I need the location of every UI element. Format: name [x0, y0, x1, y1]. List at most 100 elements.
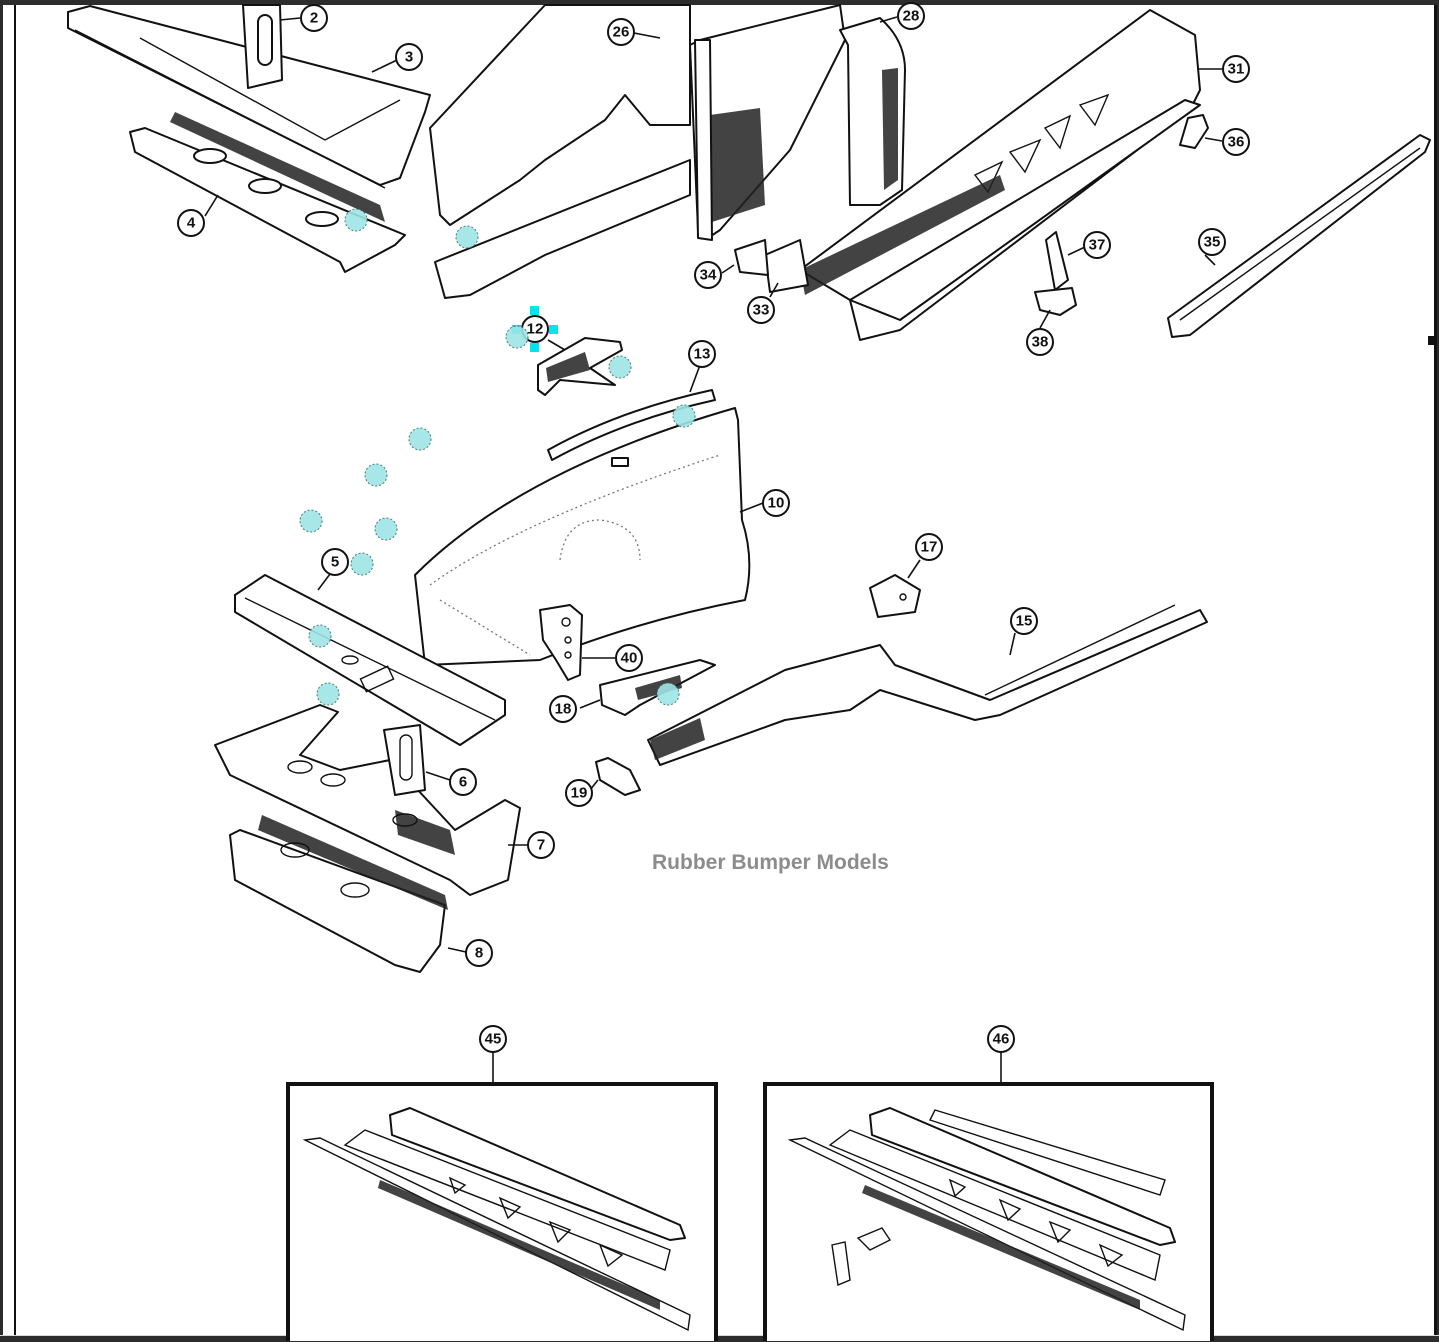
hotspot-marker[interactable] [374, 517, 398, 541]
callout-31[interactable]: 31 [1222, 55, 1250, 83]
part-valance-8 [229, 815, 448, 973]
callout-8[interactable]: 8 [465, 939, 493, 967]
callout-label: 5 [331, 554, 339, 571]
leader-lines [204, 16, 1223, 1084]
callout-label: 33 [753, 302, 770, 319]
callout-label: 4 [187, 215, 196, 232]
hotspot-marker[interactable] [299, 509, 323, 533]
resize-handle-bottom[interactable] [530, 343, 539, 352]
subassembly-45[interactable] [286, 1082, 718, 1341]
callout-40[interactable]: 40 [615, 644, 643, 672]
callout-label: 18 [555, 701, 572, 718]
part-pillar-28 [839, 17, 906, 206]
callout-38[interactable]: 38 [1026, 328, 1054, 356]
hotspot-marker[interactable] [350, 552, 374, 576]
callout-label: 3 [405, 49, 413, 66]
callout-2[interactable]: 2 [300, 4, 328, 32]
part-door-frame-26 [689, 4, 846, 241]
part-front-panel-7 [214, 704, 521, 896]
hotspot-marker[interactable] [316, 682, 340, 706]
callout-label: 38 [1032, 334, 1049, 351]
callout-4[interactable]: 4 [177, 209, 205, 237]
callout-label: 46 [993, 1031, 1010, 1048]
callout-5[interactable]: 5 [321, 548, 349, 576]
callout-label: 8 [475, 945, 483, 962]
part-scuttle-5 [234, 574, 506, 746]
callout-label: 37 [1089, 237, 1106, 254]
part-rail-13 [547, 389, 716, 461]
callout-label: 31 [1228, 61, 1245, 78]
resize-handle-top[interactable] [530, 306, 539, 315]
viewer-bottom-bar [0, 1335, 1439, 1342]
callout-46[interactable]: 46 [987, 1025, 1015, 1053]
part-front-valance-4 [129, 112, 406, 273]
part-front-panel-upper [67, 5, 431, 189]
hotspot-marker[interactable] [672, 404, 696, 428]
hotspot-marker[interactable] [608, 355, 632, 379]
subassembly-45-drawing [302, 1107, 691, 1332]
callout-label: 34 [700, 267, 717, 284]
part-inner-sill-sheet [429, 4, 691, 299]
callout-28[interactable]: 28 [897, 2, 925, 30]
callout-label: 45 [485, 1031, 502, 1048]
callout-37[interactable]: 37 [1083, 231, 1111, 259]
callout-label: 12 [527, 321, 544, 338]
callout-33[interactable]: 33 [747, 296, 775, 324]
callout-label: 19 [571, 785, 588, 802]
callout-6[interactable]: 6 [449, 768, 477, 796]
viewer-left-edge [0, 0, 3, 1341]
callout-45[interactable]: 45 [479, 1025, 507, 1053]
part-bracket-40 [539, 604, 583, 681]
diagram-caption: Rubber Bumper Models [652, 851, 889, 874]
part-sill-31 [799, 9, 1201, 341]
hotspot-marker[interactable] [505, 325, 529, 349]
callout-18[interactable]: 18 [549, 695, 577, 723]
hotspot-marker[interactable] [408, 427, 432, 451]
callout-34[interactable]: 34 [694, 261, 722, 289]
callout-35[interactable]: 35 [1198, 228, 1226, 256]
callout-label: 36 [1228, 134, 1245, 151]
part-bracket-19 [595, 757, 641, 796]
callout-13[interactable]: 13 [688, 340, 716, 368]
hotspot-marker[interactable] [455, 225, 479, 249]
viewer-top-bar [0, 0, 1439, 5]
callout-7[interactable]: 7 [527, 831, 555, 859]
resize-handle-right[interactable] [549, 325, 558, 334]
page-marker [1428, 336, 1437, 345]
part-bracket-12 [537, 337, 623, 396]
part-sill-cover-35 [1167, 134, 1431, 338]
callout-26[interactable]: 26 [607, 18, 635, 46]
part-sill-end-34 [734, 239, 769, 276]
callout-3[interactable]: 3 [395, 43, 423, 71]
part-bracket-18 [599, 659, 716, 716]
part-closing-plate-36 [1179, 114, 1209, 149]
callout-10[interactable]: 10 [762, 489, 790, 517]
callout-label: 6 [459, 774, 467, 791]
callout-36[interactable]: 36 [1222, 128, 1250, 156]
callout-label: 35 [1204, 234, 1221, 251]
callout-15[interactable]: 15 [1010, 607, 1038, 635]
callout-label: 13 [694, 346, 711, 363]
part-bracket-6 [383, 724, 426, 796]
callout-19[interactable]: 19 [565, 779, 593, 807]
hotspot-marker[interactable] [308, 624, 332, 648]
hotspot-marker[interactable] [344, 208, 368, 232]
hotspot-marker[interactable] [364, 463, 388, 487]
part-sill-end-33 [764, 239, 809, 293]
part-inner-wing-10 [414, 407, 751, 666]
callout-17[interactable]: 17 [915, 533, 943, 561]
hotspot-marker[interactable] [656, 682, 680, 706]
callout-label: 26 [613, 24, 630, 41]
callout-label: 40 [621, 650, 638, 667]
part-chassis-leg-15 [647, 604, 1208, 766]
part-panel-bracket-2 [242, 4, 283, 89]
subassembly-46[interactable] [763, 1082, 1214, 1341]
part-bracket-17 [869, 574, 921, 618]
callout-label: 2 [310, 10, 318, 27]
callout-label: 15 [1016, 613, 1033, 630]
subassembly-46-drawing [787, 1107, 1186, 1332]
part-jack-bracket-37-38 [1034, 231, 1077, 316]
callout-label: 28 [903, 8, 920, 25]
callout-label: 17 [921, 539, 938, 556]
